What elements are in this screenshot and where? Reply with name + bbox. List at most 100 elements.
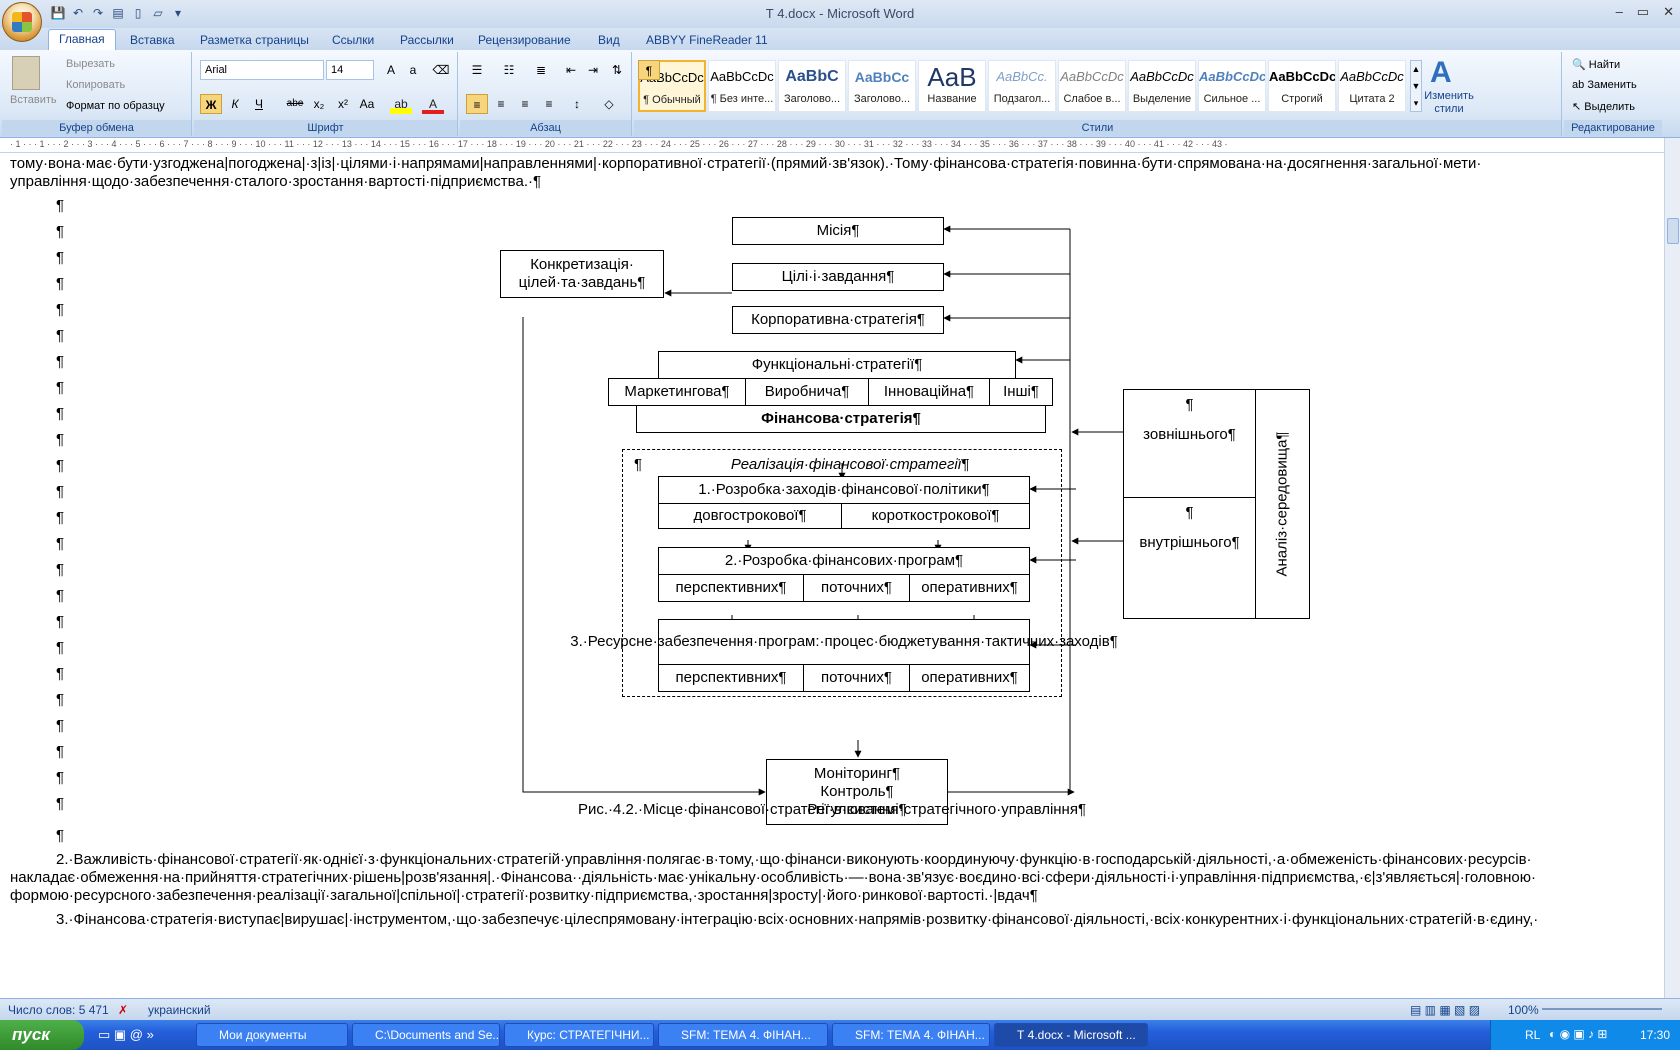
tab-review[interactable]: Рецензирование xyxy=(478,33,571,47)
binoculars-icon: 🔍 xyxy=(1572,59,1586,71)
tab-view[interactable]: Вид xyxy=(598,33,620,47)
other-box: Інші¶ xyxy=(989,378,1053,406)
maximize-button[interactable]: ▭ xyxy=(1636,4,1650,19)
subscript-button[interactable]: x₂ xyxy=(313,97,325,111)
replace-button[interactable]: ab Заменить xyxy=(1572,79,1637,91)
tab-mailings[interactable]: Рассылки xyxy=(400,33,454,47)
change-styles-icon[interactable]: A xyxy=(1430,56,1452,89)
highlight-icon[interactable]: ab xyxy=(390,94,412,114)
open-icon[interactable]: ▱ xyxy=(153,6,163,20)
taskbar-item-my-documents[interactable]: Мои документы xyxy=(196,1023,348,1047)
taskbar-item-chrome[interactable]: SFM: ТЕМА 4. ФІНАН... xyxy=(832,1023,990,1047)
customize-qat-icon[interactable]: ▾ xyxy=(174,6,182,20)
styles-scroll-icon[interactable]: ▲▼▾ xyxy=(1410,60,1422,112)
internal-label: внутрішнього¶ xyxy=(1139,534,1240,551)
start-button[interactable]: пуск xyxy=(0,1020,84,1050)
copy-button[interactable]: Копировать xyxy=(66,79,126,91)
underline-button[interactable]: Ч xyxy=(255,97,263,111)
italic-button[interactable]: К xyxy=(231,97,239,111)
tab-page-layout[interactable]: Разметка страницы xyxy=(200,33,309,47)
word-count[interactable]: Число слов: 5 471 xyxy=(8,1003,109,1017)
close-button[interactable]: ✕ xyxy=(1663,4,1674,19)
sort-icon[interactable]: ⇅ xyxy=(611,63,623,77)
document-page[interactable]: тому·вона·має·бути·узгоджена|погоджена|·… xyxy=(0,153,1664,998)
empty-paragraph-mark: ¶ xyxy=(56,379,65,396)
implementation-title: Реалізація·фінансової·стратегії¶ xyxy=(730,456,970,473)
find-button[interactable]: 🔍 Найти xyxy=(1572,58,1620,71)
style-subtitle[interactable]: AaBbCc.Подзагол... xyxy=(988,60,1056,112)
minimize-button[interactable]: – xyxy=(1615,4,1623,19)
select-button[interactable]: ↖ Выделить xyxy=(1572,100,1635,113)
change-case-button[interactable]: Aa xyxy=(359,97,375,111)
show-marks-icon[interactable]: ¶ xyxy=(638,60,660,80)
print-preview-icon[interactable]: ▤ xyxy=(112,6,124,20)
empty-paragraph-mark: ¶ xyxy=(56,483,65,500)
format-painter-button[interactable]: Формат по образцу xyxy=(66,100,165,112)
taskbar-item-ie[interactable]: SFM: ТЕМА 4. ФІНАН... xyxy=(658,1023,828,1047)
taskbar-item-opera[interactable]: Курс: СТРАТЕГІЧНИ... xyxy=(504,1023,654,1047)
scroll-thumb[interactable] xyxy=(1667,218,1679,244)
font-color-icon[interactable]: A xyxy=(422,94,444,114)
style-no-spacing[interactable]: AaBbCcDc¶ Без инте... xyxy=(708,60,776,112)
style-preview: AaBbCcDc xyxy=(1340,69,1404,84)
shading-icon[interactable]: ◇ xyxy=(604,97,614,111)
tab-abbyy[interactable]: ABBYY FineReader 11 xyxy=(646,33,768,47)
view-buttons-icon[interactable]: ▤ ▥ ▦ ▧ ▨ xyxy=(1410,1003,1481,1017)
redo-icon[interactable]: ↷ xyxy=(92,6,104,20)
empty-paragraph-mark: ¶ xyxy=(56,457,65,474)
paste-icon[interactable] xyxy=(12,56,40,90)
line-spacing-icon[interactable]: ↕ xyxy=(574,97,580,111)
operational-box-2: оперативних¶ xyxy=(909,664,1030,692)
monitoring-label: Моніторинг¶ xyxy=(813,765,901,782)
align-center-icon[interactable]: ≡ xyxy=(497,97,505,111)
horizontal-ruler[interactable]: · 1 · · · 1 · · · 2 · · · 3 · · · 4 · · … xyxy=(0,138,1664,153)
empty-paragraph-mark: ¶ xyxy=(56,405,65,422)
font-family-select[interactable]: Arial xyxy=(200,60,324,80)
undo-icon[interactable]: ↶ xyxy=(72,6,84,20)
superscript-button[interactable]: x² xyxy=(338,97,348,111)
justify-icon[interactable]: ≡ xyxy=(545,97,553,111)
bullets-icon[interactable]: ☰ xyxy=(471,63,483,77)
spellcheck-icon[interactable]: ✗ xyxy=(118,1003,129,1017)
new-document-icon[interactable]: ▯ xyxy=(134,6,142,20)
taskbar-item-explorer[interactable]: C:\Documents and Se... xyxy=(352,1023,500,1047)
keyboard-layout[interactable]: RL xyxy=(1525,1028,1541,1042)
taskbar-item-word[interactable]: Т 4.docx - Microsoft ... xyxy=(994,1023,1148,1047)
clear-format-icon[interactable]: ⌫ xyxy=(432,63,450,77)
save-icon[interactable]: 💾 xyxy=(50,6,66,20)
font-size-select[interactable]: 14 xyxy=(326,60,374,80)
tab-home[interactable]: Главная xyxy=(48,29,116,50)
increase-indent-icon[interactable]: ⇥ xyxy=(587,63,599,77)
tab-references[interactable]: Ссылки xyxy=(332,33,375,47)
grow-font-icon[interactable]: A xyxy=(386,63,395,77)
paste-button[interactable]: Вставить xyxy=(10,94,57,106)
change-styles-button[interactable]: Изменить стили xyxy=(1424,90,1474,115)
align-left-icon[interactable]: ≡ xyxy=(466,94,488,114)
bold-button[interactable]: Ж xyxy=(200,94,222,114)
zoom-level[interactable]: 100% xyxy=(1508,1003,1539,1017)
language-indicator[interactable]: украинский xyxy=(148,1003,211,1017)
shrink-font-icon[interactable]: a xyxy=(409,63,417,77)
tray-icons[interactable]: ◐ ◉ ▣ ♪ ⊞ xyxy=(1549,1027,1608,1041)
decrease-indent-icon[interactable]: ⇤ xyxy=(565,63,577,77)
strikethrough-button[interactable]: abe xyxy=(286,98,304,109)
numbering-icon[interactable]: ☷ xyxy=(503,63,515,77)
internal-env-box: ¶ внутрішнього¶ xyxy=(1123,497,1256,619)
perspective-box-2: перспективних¶ xyxy=(658,664,804,692)
tab-insert[interactable]: Вставка xyxy=(130,33,175,47)
office-button[interactable] xyxy=(2,2,42,42)
multilevel-list-icon[interactable]: ≣ xyxy=(535,63,547,77)
cut-button[interactable]: Вырезать xyxy=(66,58,115,70)
align-right-icon[interactable]: ≡ xyxy=(521,97,529,111)
zoom-slider[interactable] xyxy=(1542,1008,1662,1010)
quicklaunch-icons[interactable]: ▭ ▣ @ » xyxy=(98,1027,154,1042)
vertical-scrollbar[interactable] xyxy=(1664,138,1680,998)
